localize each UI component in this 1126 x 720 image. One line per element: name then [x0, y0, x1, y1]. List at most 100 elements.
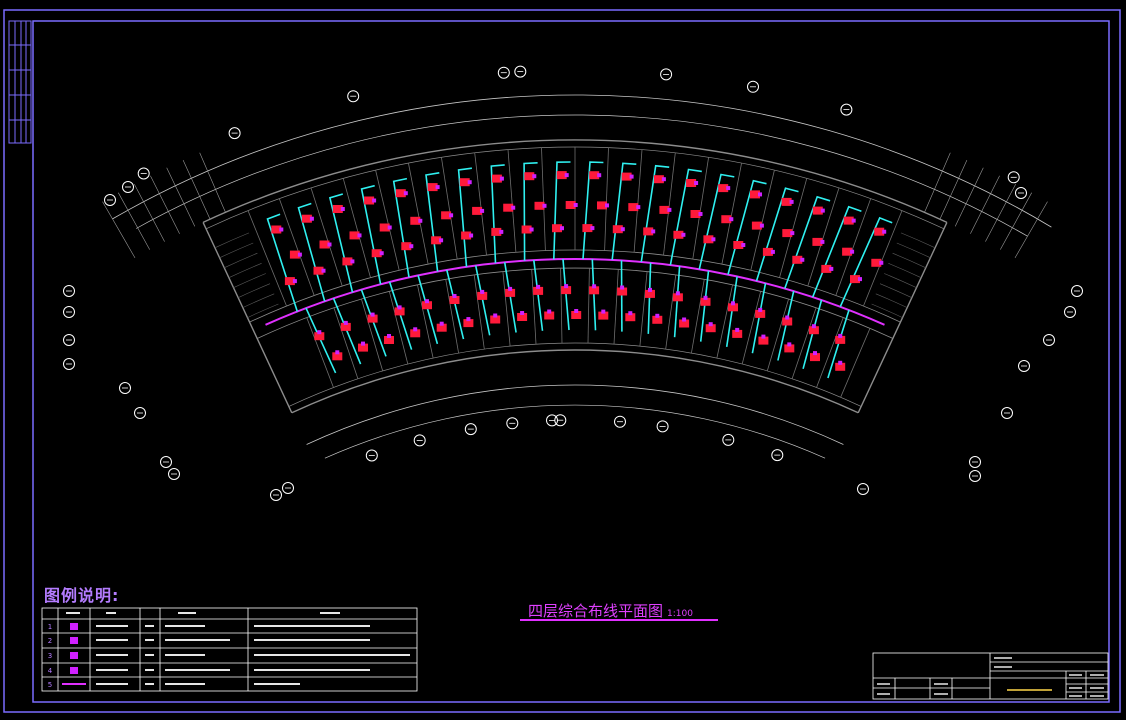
outlet-marker [335, 350, 340, 355]
legend-row-number: 3 [48, 652, 52, 660]
grid-axis-bubble [63, 306, 75, 318]
room-partition [807, 187, 840, 287]
outlet-marker [397, 305, 402, 310]
stair-tread-left [228, 263, 262, 278]
grid-axis-bubble [1001, 407, 1013, 419]
grid-axis-bubble [969, 470, 981, 482]
data-outlet [673, 230, 684, 239]
data-outlet [733, 241, 744, 249]
backbone-cable [265, 258, 885, 326]
grid-axis-bubble [168, 468, 180, 480]
outlet-marker [708, 322, 713, 327]
room-partition [604, 147, 609, 251]
room-partition [333, 307, 359, 379]
grid-axis-bubble [63, 334, 75, 346]
room-partition [310, 187, 343, 287]
data-outlet [612, 225, 623, 234]
outlet-marker [370, 312, 375, 317]
outlet-marker [343, 320, 348, 325]
grid-line [182, 159, 211, 220]
room-partition [445, 279, 459, 354]
outlet-marker [820, 239, 825, 244]
outlet-marker [813, 351, 817, 356]
room-partition [388, 291, 409, 365]
outlet-marker [629, 174, 634, 179]
drop-cable-inner [533, 260, 544, 331]
stair-tread-right [896, 242, 931, 259]
outlet-marker [601, 309, 606, 314]
outlet-marker [667, 207, 672, 212]
data-outlet [395, 189, 406, 198]
data-outlet [850, 275, 860, 284]
stair-tread-right [871, 303, 903, 318]
outlet-marker [829, 266, 834, 271]
room-partition [716, 284, 733, 359]
grid-axis-bubble [104, 194, 116, 206]
outlet-marker [879, 260, 884, 265]
grid-axis-bubble [660, 68, 673, 81]
dimension-arc-outer-inner [136, 114, 1028, 237]
data-outlet [784, 344, 795, 353]
outlet-marker [574, 309, 579, 313]
data-outlet [628, 203, 639, 212]
room-partition [692, 157, 709, 260]
data-outlet [781, 197, 792, 206]
room-partition [691, 279, 705, 354]
room-partition [863, 210, 903, 307]
data-outlet [284, 277, 295, 286]
data-outlet [410, 329, 421, 338]
drop-cable-inner [388, 281, 413, 350]
outlet-marker [882, 229, 887, 234]
drop-cable-inner [777, 290, 795, 361]
corridor-wall-inner [257, 267, 893, 339]
dimension-arc-inner-inner [324, 404, 826, 459]
grid-axis-bubble [506, 417, 519, 430]
stair-tread-left [238, 283, 271, 298]
data-outlet [652, 315, 663, 324]
data-outlet [401, 242, 412, 251]
data-outlet [314, 332, 325, 341]
room-partition [766, 298, 789, 372]
data-outlet [271, 225, 282, 234]
outlet-marker [467, 180, 472, 185]
data-outlet [441, 211, 452, 220]
outlet-marker [520, 311, 525, 315]
data-outlet [463, 319, 474, 328]
drop-cable-inner [446, 269, 465, 340]
grid-axis-bubble [656, 420, 669, 433]
outlet-marker [758, 192, 762, 197]
grid-line [954, 167, 984, 227]
drop-cable-inner [647, 262, 652, 334]
legend-row-number: 2 [48, 637, 52, 645]
data-outlet [571, 311, 582, 319]
data-outlet [565, 201, 576, 209]
data-outlet [379, 223, 390, 232]
grid-axis-bubble [1064, 306, 1076, 318]
outlet-marker [850, 249, 855, 254]
title-block [872, 652, 1109, 700]
room-partition [342, 178, 371, 278]
legend-symbol [70, 652, 78, 659]
outlet-marker [439, 321, 444, 326]
data-outlet [842, 247, 853, 256]
grid-axis-bubble [554, 414, 567, 427]
grid-axis-bubble [840, 103, 853, 116]
data-outlet [659, 205, 670, 214]
data-outlet [821, 264, 832, 273]
outlet-marker [317, 330, 322, 335]
stair-tread-left [224, 252, 258, 269]
data-outlet [645, 289, 655, 298]
grid-line [939, 159, 968, 220]
data-outlet [721, 215, 732, 224]
drop-cable-inner [503, 262, 517, 333]
data-outlet [874, 227, 885, 236]
outlet-marker [651, 229, 656, 234]
outlet-marker [789, 199, 794, 204]
grid-line [199, 152, 226, 213]
outlet-marker [661, 177, 666, 182]
drop-cable-inner [360, 289, 387, 357]
data-outlet [371, 249, 382, 258]
data-outlet [686, 179, 697, 187]
outlet-marker [532, 174, 537, 179]
outlet-marker [820, 208, 825, 213]
